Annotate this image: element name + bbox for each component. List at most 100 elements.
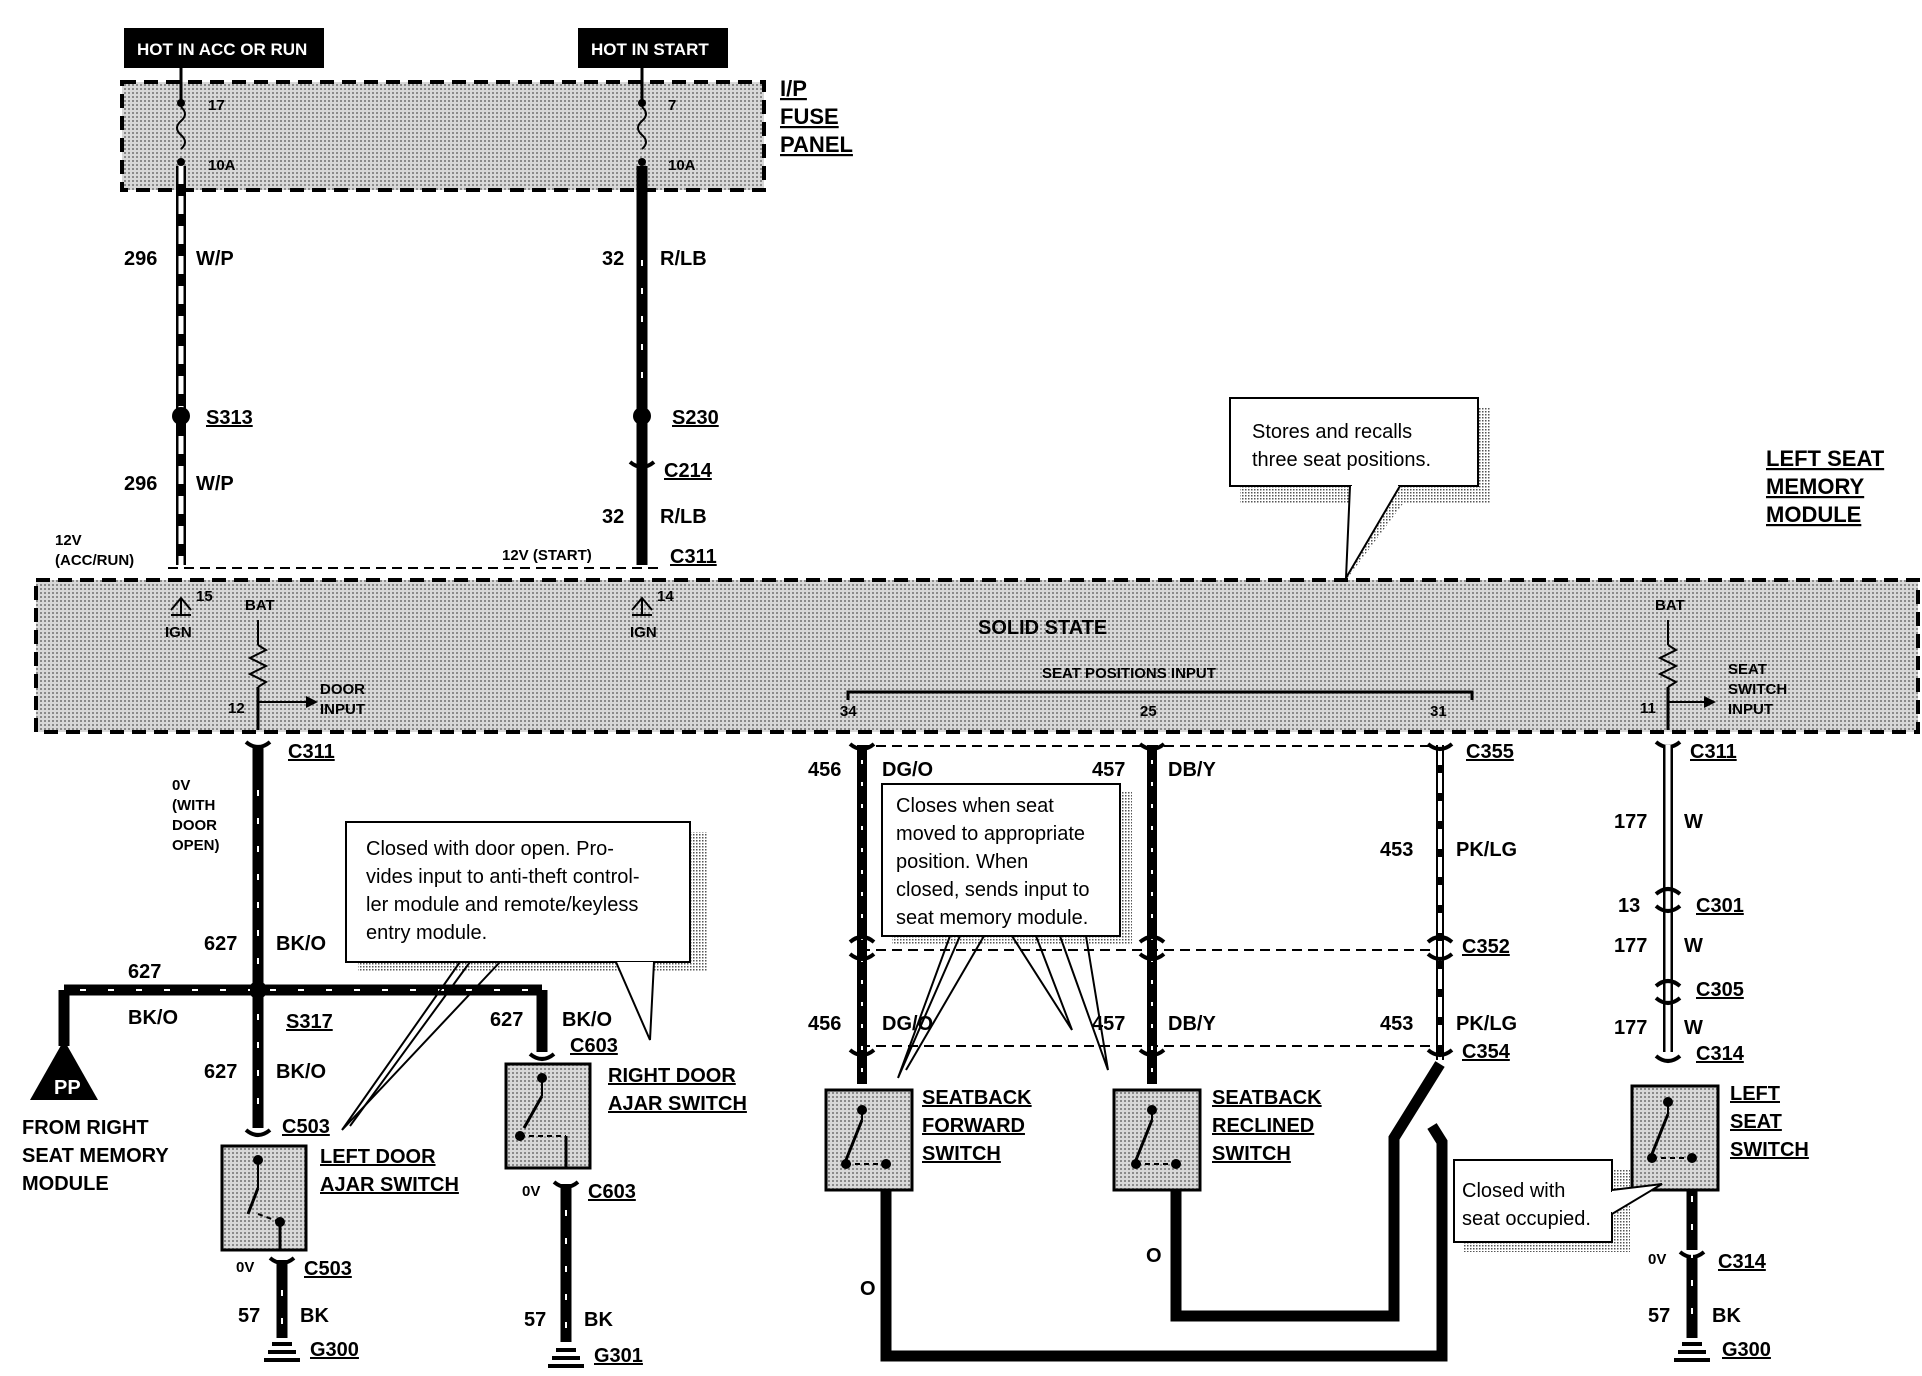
svg-text:296: 296 bbox=[124, 248, 157, 270]
v12-acc-label-1: 12V bbox=[55, 532, 82, 549]
svg-text:BK: BK bbox=[300, 1305, 329, 1327]
svg-text:DOOR: DOOR bbox=[320, 681, 365, 698]
svg-text:LEFT DOOR: LEFT DOOR bbox=[320, 1146, 436, 1168]
svg-text:PANEL: PANEL bbox=[780, 132, 853, 157]
svg-text:457: 457 bbox=[1092, 759, 1125, 781]
left-door-ajar-switch: LEFT DOOR AJAR SWITCH bbox=[220, 1144, 459, 1252]
svg-text:BK: BK bbox=[1712, 1305, 1741, 1327]
svg-text:627: 627 bbox=[204, 1061, 237, 1083]
svg-text:SOLID STATE: SOLID STATE bbox=[978, 617, 1107, 639]
left-seat-ground-wire: 0V C314 57 BK bbox=[1648, 1190, 1767, 1338]
module-pin-12-door-input: BAT 12 DOOR INPUT bbox=[228, 597, 365, 730]
wire-32: 32 R/LB 32 R/LB S230 C214 bbox=[602, 166, 719, 565]
right-door-ground-wire: 0V C603 57 BK bbox=[522, 1180, 636, 1342]
svg-text:627: 627 bbox=[204, 933, 237, 955]
svg-text:Stores and recalls: Stores and recalls bbox=[1252, 421, 1412, 443]
svg-text:entry module.: entry module. bbox=[366, 922, 487, 944]
svg-text:17: 17 bbox=[208, 97, 225, 114]
svg-text:three seat positions.: three seat positions. bbox=[1252, 449, 1431, 471]
svg-text:SWITCH: SWITCH bbox=[1212, 1143, 1291, 1165]
svg-text:457: 457 bbox=[1092, 1013, 1125, 1035]
svg-text:627: 627 bbox=[128, 961, 161, 983]
svg-text:S317: S317 bbox=[286, 1011, 333, 1033]
left-door-ground-wire: 0V C503 57 BK bbox=[236, 1256, 352, 1338]
svg-text:BK/O: BK/O bbox=[276, 933, 326, 955]
svg-text:SWITCH: SWITCH bbox=[922, 1143, 1001, 1165]
svg-text:C311: C311 bbox=[1690, 741, 1737, 763]
svg-text:12: 12 bbox=[228, 700, 245, 717]
svg-text:C352: C352 bbox=[1462, 936, 1510, 958]
svg-text:C603: C603 bbox=[570, 1035, 618, 1057]
svg-text:IGN: IGN bbox=[630, 624, 657, 641]
fuse-panel: I/P FUSE PANEL bbox=[120, 76, 853, 192]
svg-text:BAT: BAT bbox=[245, 597, 275, 614]
svg-text:O: O bbox=[1146, 1245, 1162, 1267]
svg-text:MEMORY: MEMORY bbox=[1766, 474, 1865, 499]
svg-text:I/P: I/P bbox=[780, 76, 807, 101]
svg-text:BK/O: BK/O bbox=[128, 1007, 178, 1029]
svg-text:FUSE: FUSE bbox=[780, 104, 839, 129]
svg-text:C314: C314 bbox=[1696, 1043, 1745, 1065]
svg-text:closed, sends input to: closed, sends input to bbox=[896, 879, 1089, 901]
svg-text:S313: S313 bbox=[206, 407, 253, 429]
svg-text:453: 453 bbox=[1380, 839, 1413, 861]
svg-text:453: 453 bbox=[1380, 1013, 1413, 1035]
wire-453: 453 PK/LG 453 PK/LG bbox=[1380, 742, 1517, 1060]
left-seat-switch: LEFT SEAT SWITCH bbox=[1630, 1083, 1809, 1192]
svg-text:627: 627 bbox=[490, 1009, 523, 1031]
left-seat-memory-module: SOLID STATE SEAT POSITIONS INPUT bbox=[34, 578, 1920, 734]
svg-text:Closed with: Closed with bbox=[1462, 1180, 1565, 1202]
svg-text:SEAT: SEAT bbox=[1728, 661, 1767, 678]
svg-text:14: 14 bbox=[657, 588, 674, 605]
svg-text:IGN: IGN bbox=[165, 624, 192, 641]
svg-text:C503: C503 bbox=[304, 1258, 352, 1280]
svg-text:LEFT SEAT: LEFT SEAT bbox=[1766, 446, 1885, 471]
svg-text:DB/Y: DB/Y bbox=[1168, 1013, 1216, 1035]
svg-text:vides input to anti-theft cont: vides input to anti-theft control- bbox=[366, 866, 639, 888]
header-hot-acc-run: HOT IN ACC OR RUN bbox=[124, 28, 324, 68]
seatback-forward-switch: SEATBACK FORWARD SWITCH bbox=[824, 1087, 1032, 1192]
pp-connector-icon: PP bbox=[30, 1040, 98, 1100]
svg-text:456: 456 bbox=[808, 1013, 841, 1035]
svg-text:177: 177 bbox=[1614, 811, 1647, 833]
svg-text:SWITCH: SWITCH bbox=[1728, 681, 1787, 698]
svg-text:DG/O: DG/O bbox=[882, 759, 933, 781]
svg-text:C503: C503 bbox=[282, 1116, 330, 1138]
svg-text:57: 57 bbox=[1648, 1305, 1670, 1327]
svg-text:moved to appropriate: moved to appropriate bbox=[896, 823, 1085, 845]
svg-text:AJAR SWITCH: AJAR SWITCH bbox=[608, 1093, 747, 1115]
svg-text:position. When: position. When bbox=[896, 851, 1028, 873]
svg-text:G300: G300 bbox=[310, 1339, 359, 1361]
svg-text:BK/O: BK/O bbox=[276, 1061, 326, 1083]
wire-627-to-right-module: 627 BK/O bbox=[58, 961, 258, 1046]
wire-627-right-door: 627 BK/O C603 bbox=[258, 984, 618, 1061]
svg-text:C311: C311 bbox=[288, 741, 335, 763]
svg-text:S230: S230 bbox=[672, 407, 719, 429]
svg-text:C354: C354 bbox=[1462, 1041, 1511, 1063]
svg-text:177: 177 bbox=[1614, 1017, 1647, 1039]
svg-text:11: 11 bbox=[1640, 700, 1656, 717]
svg-text:10A: 10A bbox=[208, 157, 236, 174]
svg-text:W/P: W/P bbox=[196, 248, 234, 270]
svg-text:DB/Y: DB/Y bbox=[1168, 759, 1216, 781]
svg-text:SEATBACK: SEATBACK bbox=[922, 1087, 1032, 1109]
svg-text:32: 32 bbox=[602, 506, 624, 528]
svg-text:0V: 0V bbox=[236, 1259, 254, 1276]
svg-text:OPEN): OPEN) bbox=[172, 837, 220, 854]
svg-text:BAT: BAT bbox=[1655, 597, 1685, 614]
svg-text:C314: C314 bbox=[1718, 1251, 1767, 1273]
svg-text:Closes when seat: Closes when seat bbox=[896, 795, 1054, 817]
module-pin-14: 14 IGN bbox=[630, 588, 674, 641]
module-pin-15: 15 IGN bbox=[165, 588, 213, 641]
svg-text:0V: 0V bbox=[172, 777, 190, 794]
svg-text:R/LB: R/LB bbox=[660, 248, 707, 270]
svg-text:57: 57 bbox=[238, 1305, 260, 1327]
svg-text:HOT IN START: HOT IN START bbox=[591, 40, 709, 59]
svg-text:W/P: W/P bbox=[196, 473, 234, 495]
seatback-reclined-switch: SEATBACK RECLINED SWITCH bbox=[1112, 1087, 1322, 1192]
svg-text:C355: C355 bbox=[1466, 741, 1514, 763]
svg-text:W: W bbox=[1684, 1017, 1703, 1039]
module-pin-11-seat-switch: BAT 11 SEAT SWITCH INPUT bbox=[1640, 597, 1787, 730]
svg-text:7: 7 bbox=[668, 97, 676, 114]
seat-switch-callout: Closed with seat occupied. bbox=[1453, 1159, 1663, 1252]
